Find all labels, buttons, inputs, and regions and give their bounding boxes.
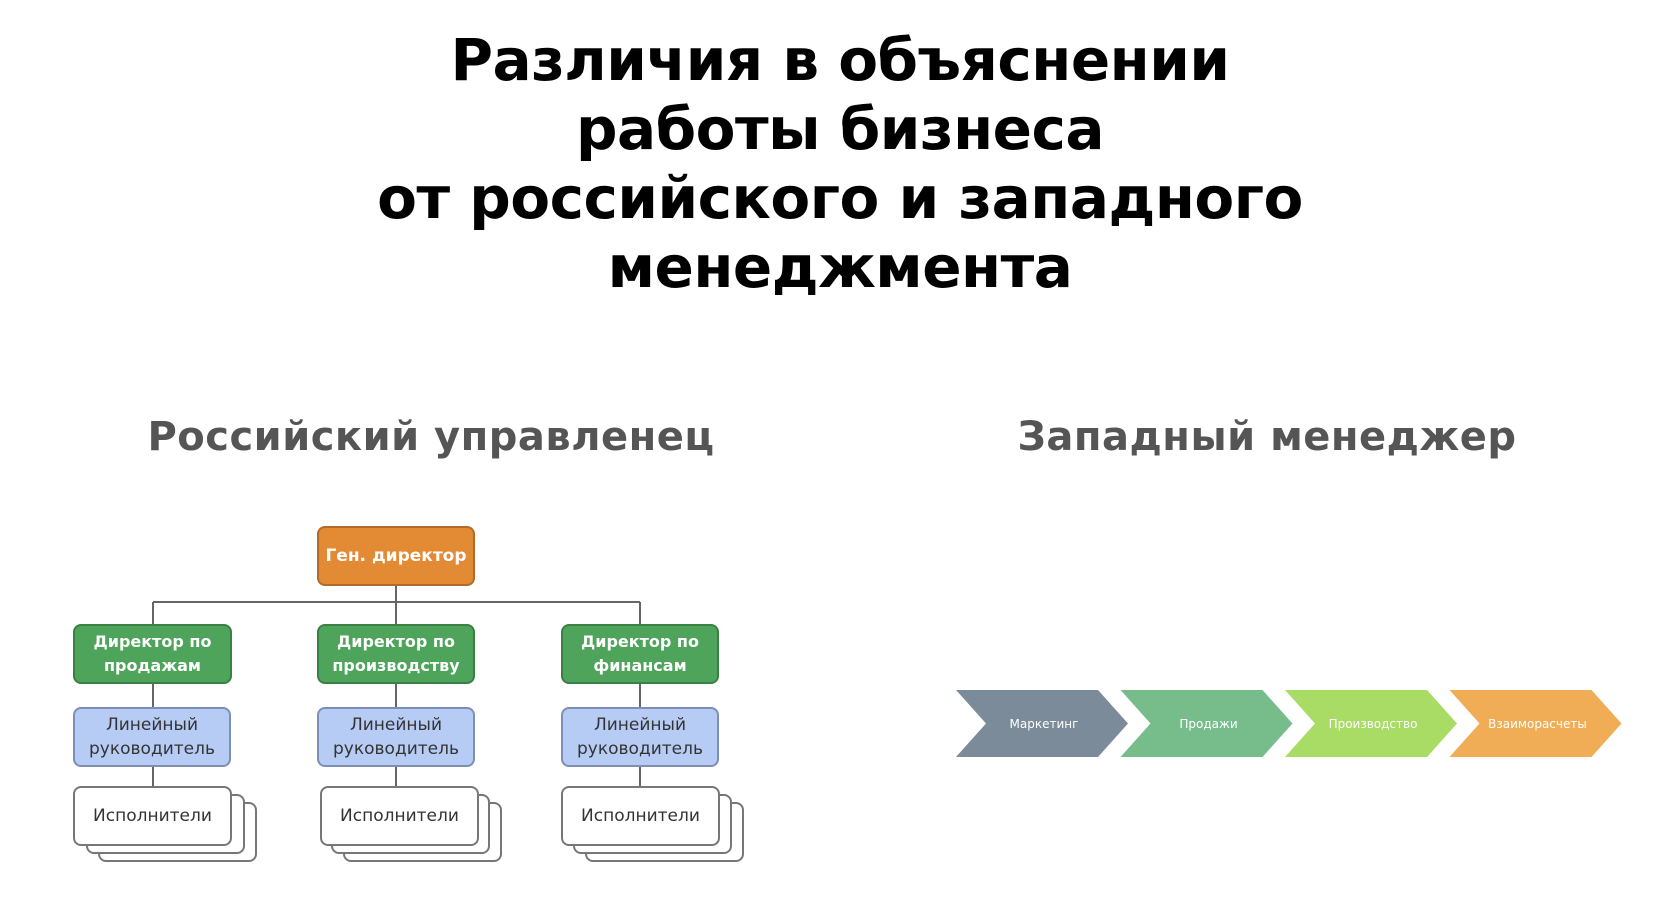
process-step-chevron bbox=[1285, 690, 1457, 757]
line-manager-box: Линейный руководитель bbox=[317, 707, 475, 767]
title-line-3: от российского и западного bbox=[377, 164, 1303, 232]
title-line-4: менеджмента bbox=[607, 233, 1073, 301]
page-title: Различия в объяснении работы бизнеса от … bbox=[0, 26, 1680, 302]
title-line-1: Различия в объяснении bbox=[450, 26, 1230, 94]
line-manager-box: Линейный руководитель bbox=[561, 707, 719, 767]
process-step-chevron bbox=[1449, 690, 1622, 757]
western-heading: Западный менеджер bbox=[1017, 414, 1517, 460]
process-step-chevron bbox=[1120, 690, 1293, 757]
executors-box: Исполнители bbox=[561, 786, 720, 846]
process-step-label: Производство bbox=[1328, 716, 1418, 731]
russian-heading: Российский управленец bbox=[147, 414, 715, 460]
process-step-label: Взаиморасчеты bbox=[1488, 716, 1587, 731]
process-step-chevron bbox=[956, 690, 1128, 757]
executors-box: Исполнители bbox=[320, 786, 479, 846]
ceo-box: Ген. директор bbox=[317, 526, 475, 586]
director-sales-box: Директор по продажам bbox=[73, 624, 232, 684]
director-finance-box: Директор по финансам bbox=[561, 624, 719, 684]
title-line-2: работы бизнеса bbox=[575, 95, 1105, 163]
executors-box: Исполнители bbox=[73, 786, 232, 846]
director-production-box: Директор по производству bbox=[317, 624, 475, 684]
line-manager-box: Линейный руководитель bbox=[73, 707, 231, 767]
process-step-label: Продажи bbox=[1179, 716, 1238, 731]
process-step-label: Маркетинг bbox=[1009, 716, 1079, 731]
